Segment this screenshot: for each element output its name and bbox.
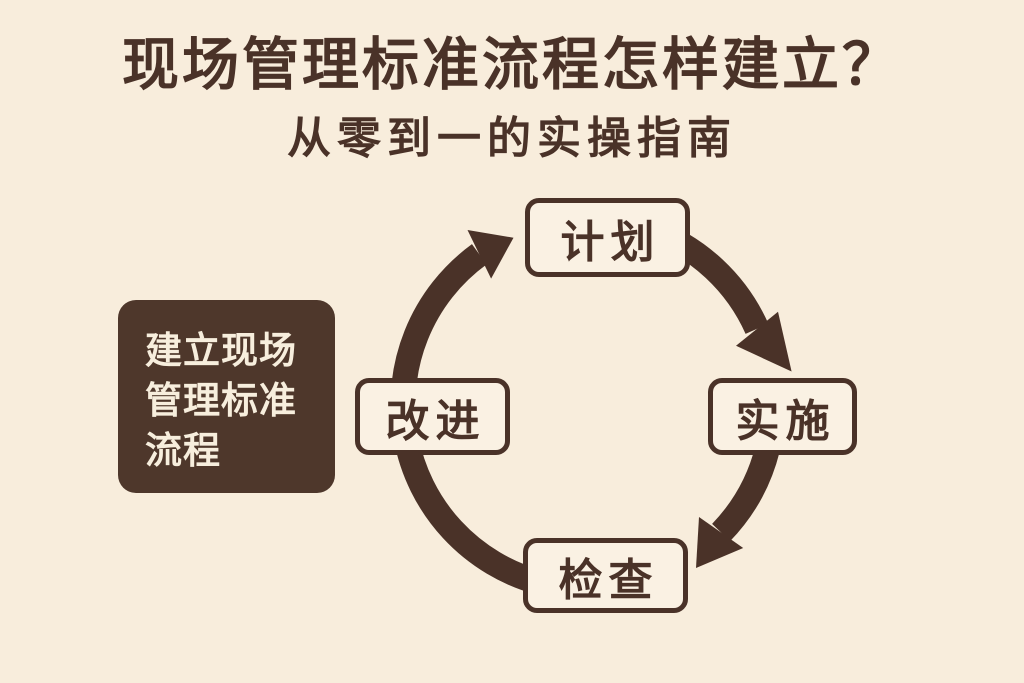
arrowhead-into-check-icon — [696, 517, 744, 568]
side-label-line-1: 建立现场 — [145, 330, 297, 371]
cycle-node-plan-label: 计划 — [560, 217, 661, 267]
side-label-line-3: 流程 — [145, 430, 221, 471]
cycle-node-check-label: 检查 — [558, 555, 659, 605]
cycle-node-act-label: 改进 — [385, 396, 486, 446]
cycle-node-plan: 计划 — [525, 198, 690, 277]
cycle-node-do: 实施 — [708, 378, 857, 455]
cycle-node-act: 改进 — [355, 378, 510, 455]
page-title: 现场管理标准流程怎样建立？ — [122, 33, 902, 97]
arrowhead-into-plan-icon — [467, 230, 514, 279]
page-subtitle: 从零到一的实操指南 — [287, 114, 737, 163]
side-label-line-2: 管理标准 — [145, 380, 297, 421]
cycle-arc-do-to-check — [711, 445, 780, 542]
arrowhead-into-do-icon — [736, 311, 792, 372]
cycle-node-check: 检查 — [523, 538, 688, 613]
cycle-node-do-label: 实施 — [735, 396, 836, 446]
side-label-box: 建立现场 管理标准 流程 — [118, 300, 335, 493]
